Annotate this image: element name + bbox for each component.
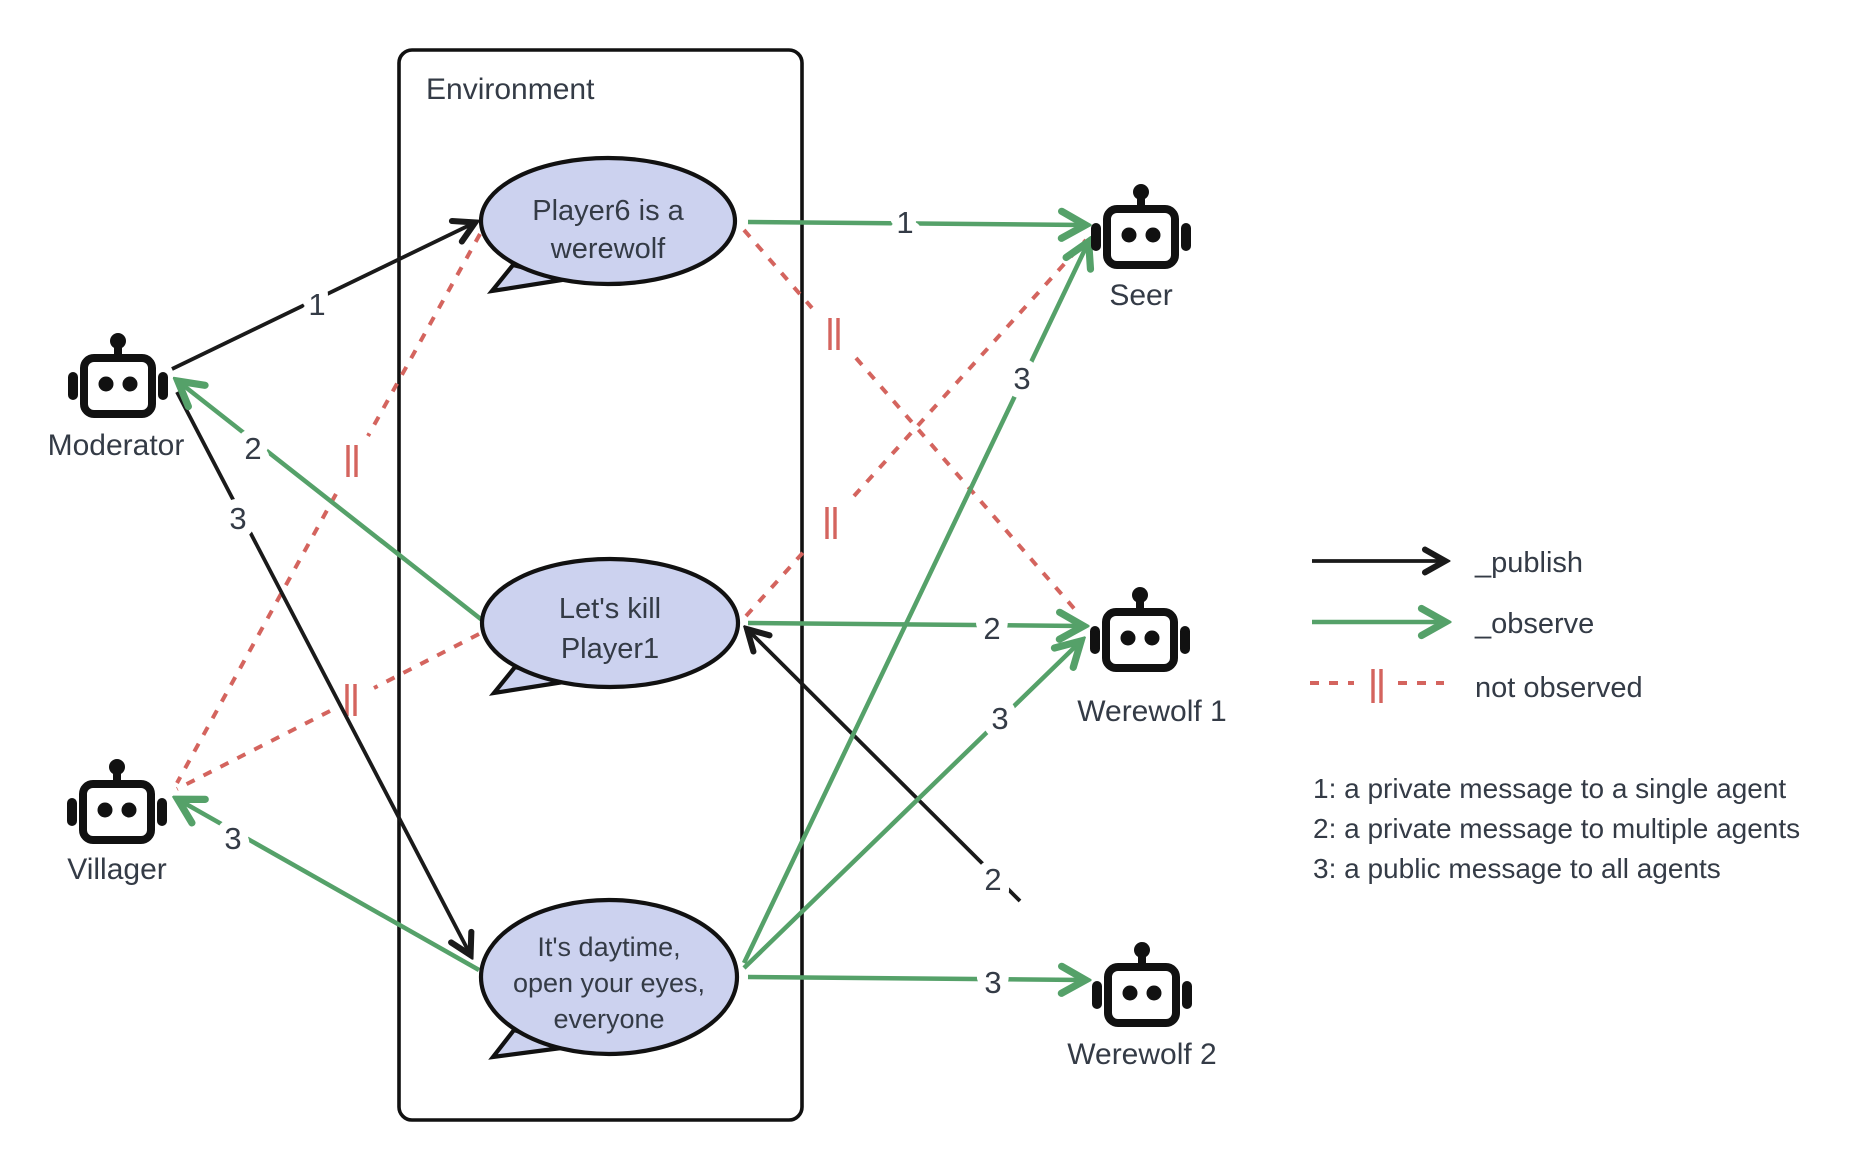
agent-villager: Villager <box>67 759 167 886</box>
edge-label-observe-1: 1 <box>896 205 913 240</box>
edge-msg2-villager-not-observed <box>176 632 480 791</box>
dashed-segment <box>366 233 482 437</box>
agent-werewolf1: Werewolf 1 <box>1077 587 1227 728</box>
dashed-segment <box>852 238 1088 498</box>
bubble-text-line: Let's kill <box>559 593 661 625</box>
not-observed-mark <box>828 318 840 350</box>
edge-werewolf1-observe-msg3 <box>742 642 1080 970</box>
agent-label: Moderator <box>48 429 185 462</box>
legend-publish-label: _publish <box>1474 547 1583 579</box>
bubble-text-line: Player1 <box>561 633 659 665</box>
edge-label-publish-1: 1 <box>308 287 325 322</box>
robot-icon <box>68 333 168 414</box>
agent-label: Werewolf 2 <box>1067 1038 1217 1071</box>
note-line: 1: a private message to a single agent <box>1313 773 1786 804</box>
note-line: 2: a private message to multiple agents <box>1313 813 1800 844</box>
not-observed-mark <box>345 684 357 716</box>
dashed-segment <box>854 356 1080 615</box>
edge-werewolf1-observe-msg2 <box>747 623 1082 626</box>
agent-seer: Seer <box>1091 184 1191 312</box>
bubble-text-line: werewolf <box>550 233 666 265</box>
bubble-ellipse <box>478 155 738 287</box>
bubble-text-line: It's daytime, <box>537 932 680 962</box>
agent-label: Werewolf 1 <box>1077 695 1227 728</box>
robot-icon <box>1091 184 1191 265</box>
edge-label-observe-3: 3 <box>224 821 241 856</box>
speech-bubble-msg2: Let's kill Player1 <box>479 556 741 696</box>
bubble-text-line: open your eyes, <box>513 968 705 998</box>
edge-moderator-publish-msg3 <box>175 391 470 954</box>
note-line: 3: a public message to all agents <box>1313 853 1721 884</box>
edge-label-observe-3: 3 <box>984 965 1001 1000</box>
edge-msg1-werewolf1-not-observed <box>742 228 1080 615</box>
edge-msg1-villager-not-observed <box>175 233 482 784</box>
edge-werewolf2-publish-msg2 <box>748 630 1022 903</box>
legend: _publish _observe not observed <box>1310 547 1643 704</box>
edge-moderator-observe-msg2 <box>179 382 484 622</box>
environment-title: Environment <box>426 73 595 106</box>
edge-villager-observe-msg3 <box>179 800 481 972</box>
legend-not-observed-line <box>1310 669 1444 703</box>
robot-icon <box>1092 942 1192 1023</box>
edge-seer-observe-msg3 <box>741 243 1088 964</box>
dashed-segment <box>176 709 331 791</box>
bubble-text-line: Player6 is a <box>532 195 684 227</box>
bubble-ellipse <box>478 897 740 1057</box>
not-observed-mark <box>1371 669 1383 703</box>
agent-label: Seer <box>1109 279 1172 312</box>
edge-label-observe-2: 2 <box>244 431 261 466</box>
bubble-ellipse <box>479 556 741 690</box>
robot-icon <box>67 759 167 840</box>
edge-label-publish-2: 2 <box>984 862 1001 897</box>
dashed-segment <box>175 493 338 784</box>
edge-msg2-seer-not-observed <box>744 238 1088 618</box>
speech-bubble-msg1: Player6 is a werewolf <box>478 155 738 294</box>
agent-label: Villager <box>67 853 167 886</box>
edge-seer-observe-msg1 <box>747 222 1084 225</box>
edge-label-observe-3: 3 <box>1013 361 1030 396</box>
robot-icon <box>1090 587 1190 668</box>
agent-moderator: Moderator <box>48 333 185 462</box>
dashed-segment <box>744 545 810 618</box>
speech-bubble-msg3: It's daytime, open your eyes, everyone <box>478 897 740 1060</box>
dashed-segment <box>373 632 480 690</box>
bubble-text-line: everyone <box>553 1004 664 1034</box>
legend-observe-label: _observe <box>1474 608 1594 640</box>
agent-werewolf2: Werewolf 2 <box>1067 942 1217 1071</box>
not-observed-mark <box>825 507 837 539</box>
edge-werewolf2-observe-msg3 <box>747 977 1084 980</box>
edge-label-observe-3: 3 <box>991 701 1008 736</box>
not-observed-mark <box>346 445 358 477</box>
message-type-notes: 1: a private message to a single agent 2… <box>1313 773 1800 884</box>
edge-label-publish-3: 3 <box>229 501 246 536</box>
edge-moderator-publish-msg1 <box>171 223 474 371</box>
edge-label-observe-2: 2 <box>983 611 1000 646</box>
legend-not-observed-label: not observed <box>1475 672 1643 704</box>
